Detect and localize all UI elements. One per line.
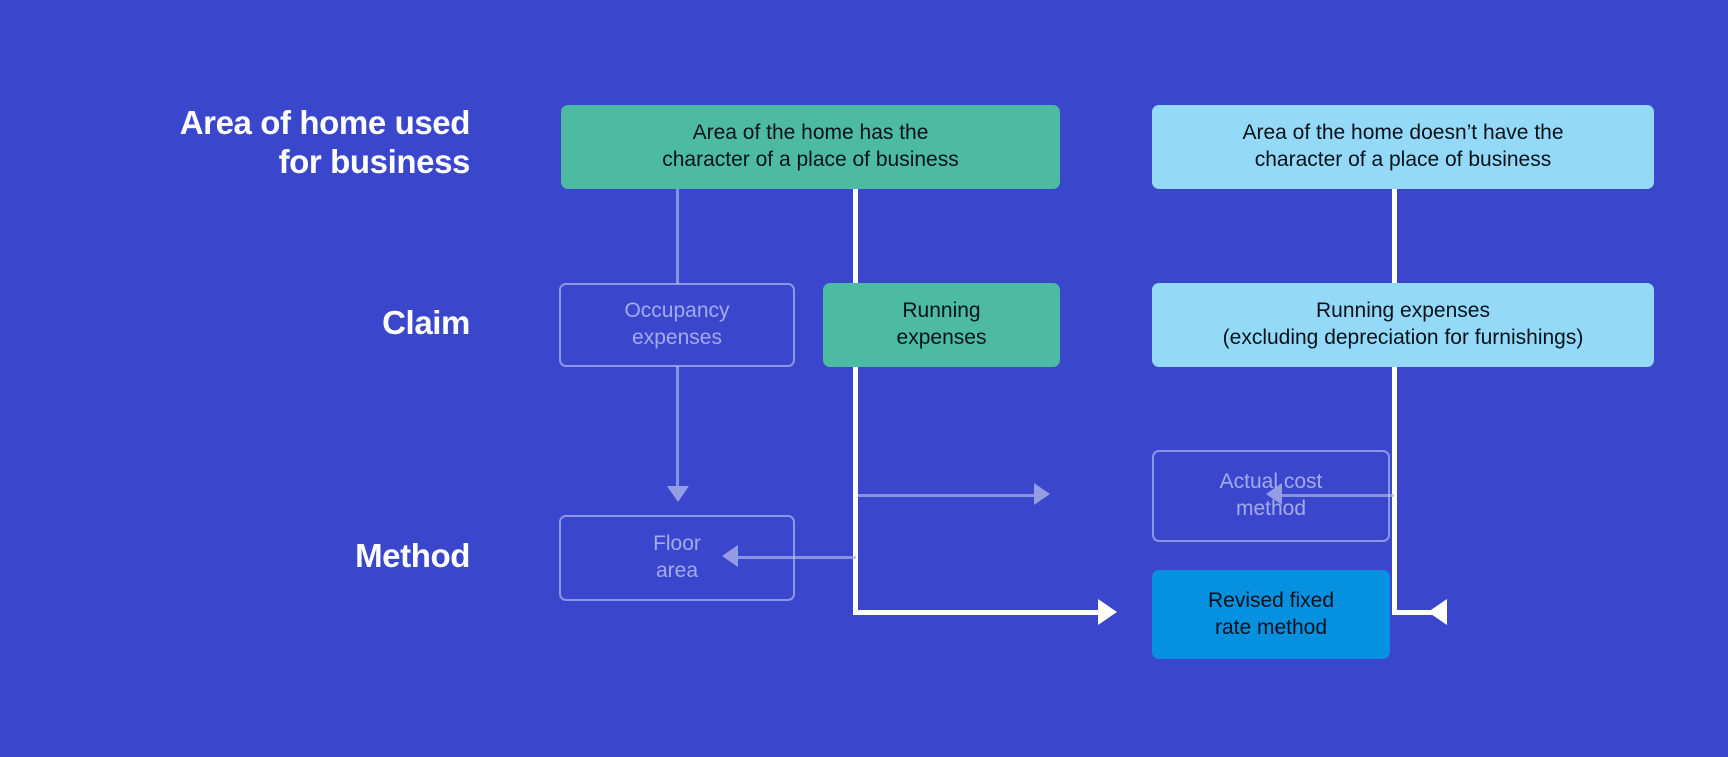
connector-spine-middle [853, 188, 858, 615]
node-floor-area[interactable]: Floor area [559, 515, 795, 601]
node-actual-cost-method[interactable]: Actual cost method [1152, 450, 1390, 542]
arrowhead-right-actual-cost [1034, 483, 1050, 505]
node-occupancy-expenses[interactable]: Occupancy expenses [559, 283, 795, 367]
connector-spine-right [1392, 366, 1397, 615]
node-area-doesnt-have-character[interactable]: Area of the home doesn’t have the charac… [1152, 105, 1654, 189]
node-revised-fixed-rate-method[interactable]: Revised fixed rate method [1152, 570, 1390, 659]
connector-running-to-revised [853, 610, 1098, 615]
node-running-expenses[interactable]: Running expenses [823, 283, 1060, 367]
connector-running-to-actual-cost [858, 494, 1034, 497]
node-area-has-character[interactable]: Area of the home has the character of a … [561, 105, 1060, 189]
row-label-claim: Claim [382, 304, 470, 341]
node-running-expenses-excluding[interactable]: Running expenses (excluding depreciation… [1152, 283, 1654, 367]
row-label-method: Method [355, 537, 470, 574]
arrowhead-down-floor-area [667, 486, 689, 502]
connector-top-right-to-running-excl [1392, 188, 1397, 284]
arrowhead-left-revised-method [1428, 599, 1447, 625]
arrowhead-left-actual-cost [1266, 483, 1282, 505]
arrowhead-right-revised-method [1098, 599, 1117, 625]
row-label-area-of-home: Area of home used for business [179, 104, 471, 180]
connector-running-excl-to-revised [1392, 610, 1447, 615]
arrowhead-left-floor-area [722, 545, 738, 567]
connector-occupancy-to-floor-area [676, 366, 679, 486]
connector-running-excl-to-actual-cost [1282, 494, 1394, 497]
connector-top-left-to-occupancy [676, 188, 679, 284]
connector-running-to-floor-area [738, 556, 856, 559]
